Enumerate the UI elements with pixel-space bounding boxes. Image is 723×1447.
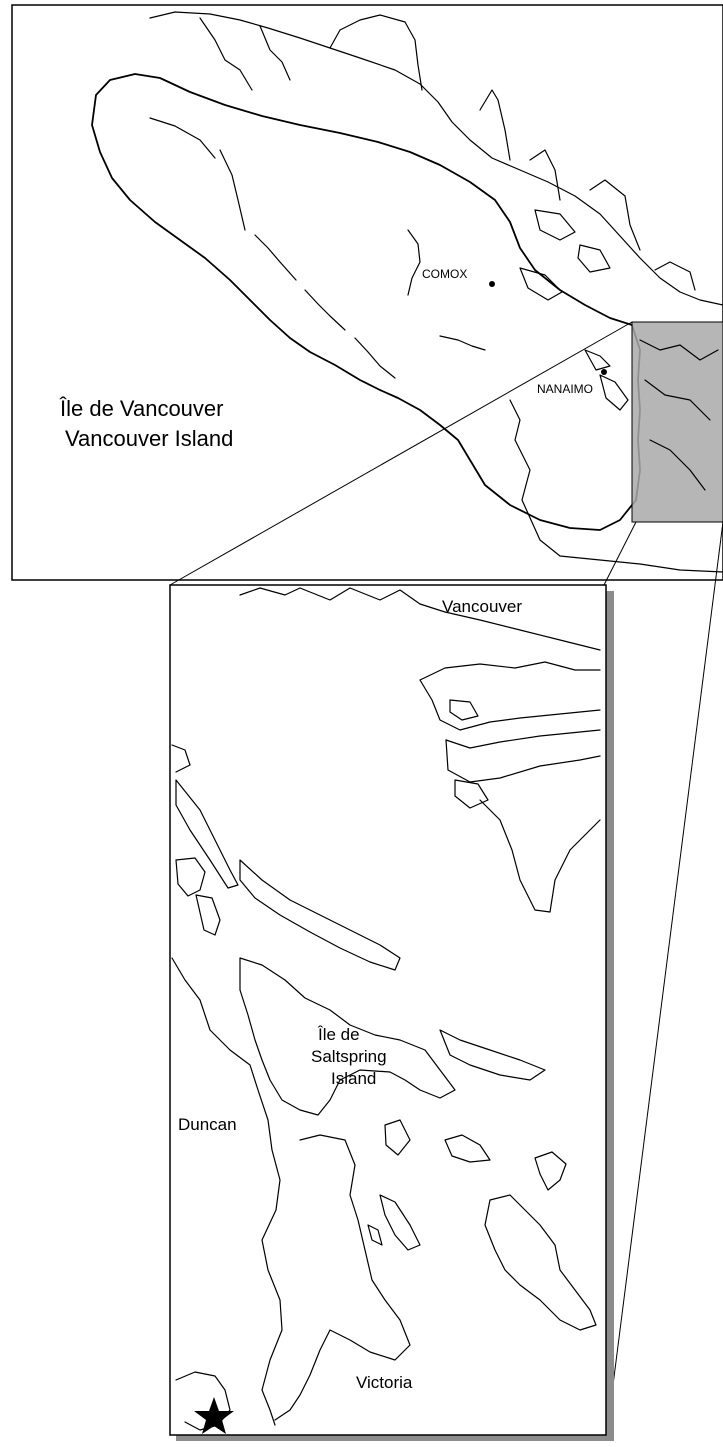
inset-north-pender — [439, 1029, 546, 1081]
island-label-english: Vancouver Island — [65, 426, 233, 451]
overview-frame — [11, 4, 723, 581]
inset-island-small-7 — [534, 1151, 567, 1191]
west-coast-fjord-3 — [254, 234, 297, 281]
inset-mainland-north — [239, 587, 601, 651]
zoom-region-coast-3 — [649, 439, 706, 491]
inset-island-small-8 — [379, 1194, 421, 1251]
saltspring-label-line3: Island — [331, 1069, 376, 1088]
inset-island-small-9 — [367, 1224, 383, 1246]
inset-vi-coast — [171, 957, 283, 1426]
zoom-region-coast-2 — [644, 379, 711, 421]
inset-island-small-4 — [195, 894, 221, 936]
interior-lake-1 — [407, 229, 421, 296]
mainland-islands-2 — [577, 244, 611, 273]
inset-island-small-2 — [449, 699, 479, 721]
interior-lake-3 — [509, 399, 521, 441]
zoom-region-highlight — [631, 321, 723, 523]
gulf-island-a — [599, 374, 629, 411]
inset-island-long-1 — [175, 779, 239, 889]
comox-label: COMOX — [422, 267, 467, 281]
star-icon — [194, 1397, 234, 1434]
inset-victoria-west — [175, 1371, 231, 1431]
inset-point-roberts — [479, 799, 601, 913]
mainland-inlet-3 — [329, 14, 423, 91]
inset-delta-2 — [419, 679, 601, 731]
inset-island-small-3 — [175, 857, 206, 897]
west-coast-fjord-1 — [149, 117, 216, 159]
mainland-coastline-north — [149, 11, 723, 306]
inset-mainland-west-tip — [171, 744, 191, 773]
mainland-islands-3 — [519, 267, 563, 301]
inset-island-small-1 — [454, 779, 489, 809]
mainland-islands-1 — [534, 209, 576, 241]
saltspring-label-line2: Saltspring — [311, 1047, 387, 1066]
gulf-island-b — [584, 349, 611, 371]
nanaimo-label: NANAIMO — [537, 382, 593, 396]
inset-frame — [169, 584, 607, 1436]
inset-delta-4 — [445, 739, 601, 783]
mainland-inlet-4 — [479, 89, 511, 161]
olympic-peninsula-coast — [514, 439, 723, 573]
inset-island-long-2 — [239, 859, 401, 971]
duncan-label: Duncan — [178, 1115, 237, 1134]
west-coast-fjord-2 — [219, 149, 246, 231]
comox-marker — [489, 281, 495, 287]
mainland-inlet-1 — [199, 17, 253, 91]
inset-san-juan — [484, 1194, 597, 1331]
inset-island-small-6 — [444, 1134, 491, 1163]
saltspring-label-line1: Île de — [317, 1025, 360, 1044]
island-label-french: Île de Vancouver — [59, 396, 223, 421]
saltspring-island-coastline — [239, 957, 456, 1116]
mainland-inlet-6 — [589, 179, 641, 251]
overview-map: COMOX NANAIMO Île de Vancouver Vancouver… — [11, 4, 723, 581]
mainland-inlet-2 — [259, 25, 291, 81]
inset-saanich — [274, 1134, 411, 1421]
west-coast-fjord-5 — [354, 337, 396, 379]
nanaimo-marker — [601, 369, 607, 375]
inset-delta-3 — [445, 729, 601, 749]
zoom-region-coast-1 — [639, 339, 719, 361]
zoom-connector-top-left — [169, 321, 633, 586]
vancouver-island-coastline — [91, 73, 641, 531]
inset-delta-1 — [419, 661, 601, 681]
interior-lake-2 — [439, 335, 486, 351]
victoria-label: Victoria — [356, 1373, 413, 1392]
mainland-inlet-5 — [529, 149, 561, 201]
zoom-connector-bottom — [605, 521, 723, 1441]
inset-island-small-5 — [384, 1119, 411, 1156]
mainland-inlet-7 — [654, 261, 696, 291]
inset-map: Vancouver Île de Saltspring Island Dunca… — [169, 584, 614, 1441]
west-coast-fjord-4 — [304, 289, 346, 331]
vancouver-label: Vancouver — [442, 597, 522, 616]
zoom-connector-top-right — [603, 521, 637, 586]
